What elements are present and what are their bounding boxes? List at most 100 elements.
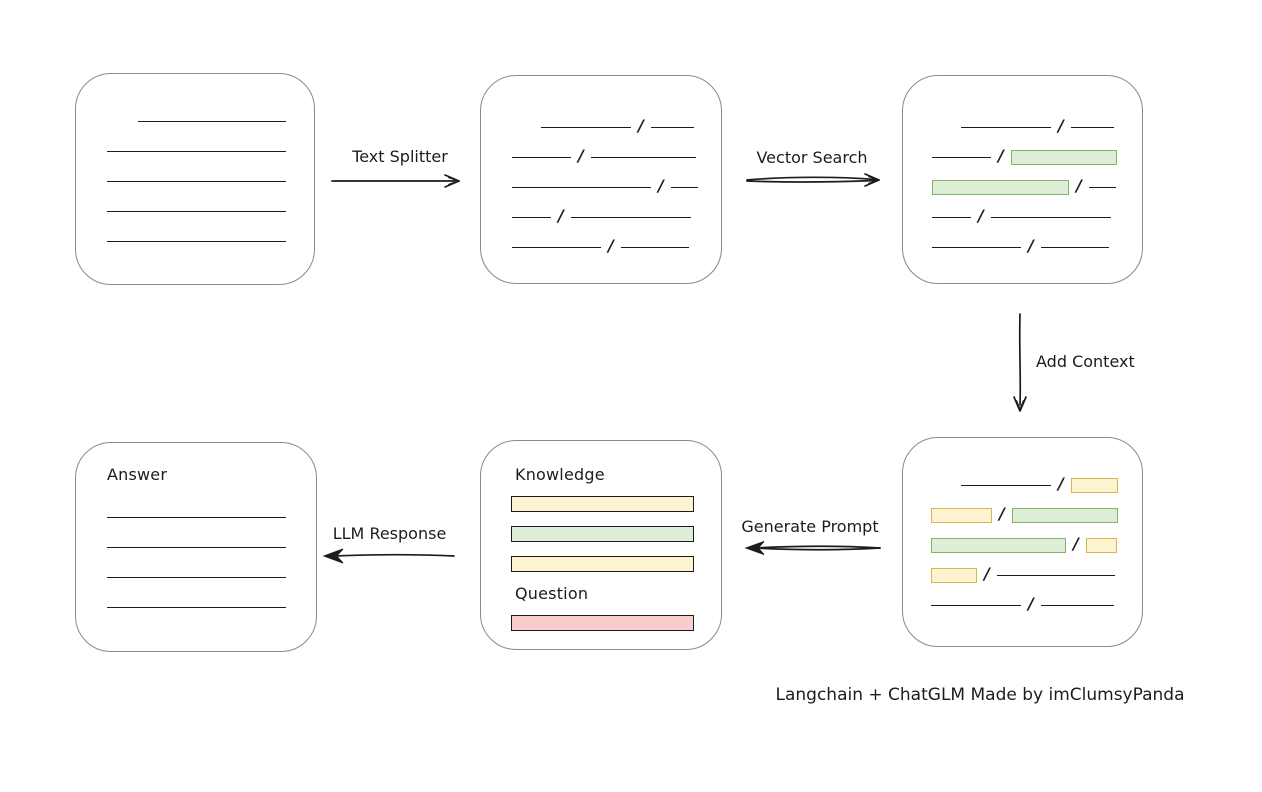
text-line bbox=[932, 217, 971, 218]
slash-separator: / bbox=[978, 206, 984, 225]
text-line bbox=[138, 121, 286, 122]
document-lines bbox=[76, 96, 286, 246]
slash-separator: / bbox=[608, 236, 614, 255]
text-line-row bbox=[76, 126, 286, 156]
slash-separator: / bbox=[1028, 594, 1034, 613]
green-highlight-chip bbox=[931, 538, 1066, 553]
answer-label: Answer bbox=[107, 465, 168, 484]
text-line bbox=[620, 247, 689, 248]
text-line bbox=[107, 547, 286, 548]
text-line-row bbox=[76, 186, 286, 216]
yellow-highlight-chip bbox=[931, 508, 992, 523]
chunk-row: / bbox=[512, 162, 698, 195]
text-line bbox=[1040, 605, 1114, 606]
text-line bbox=[107, 211, 286, 212]
context-box: / / / / / bbox=[902, 437, 1143, 647]
text-line bbox=[1040, 247, 1109, 248]
llm-response-label: LLM Response bbox=[332, 524, 447, 543]
slash-separator: / bbox=[1076, 176, 1082, 195]
chunk-row: / bbox=[931, 460, 1118, 493]
text-line bbox=[107, 241, 286, 242]
text-splitter-arrow bbox=[331, 174, 460, 188]
text-line bbox=[107, 607, 286, 608]
chunks-box: / / / / / bbox=[480, 75, 722, 284]
text-line-row bbox=[76, 522, 286, 552]
text-line bbox=[650, 127, 694, 128]
chunk-row: / bbox=[931, 490, 1118, 523]
slash-separator: / bbox=[558, 206, 564, 225]
vector-search-arrow bbox=[746, 173, 880, 187]
yellow-highlight-chip bbox=[931, 568, 977, 583]
slash-separator: / bbox=[999, 504, 1005, 523]
yellow-bar bbox=[511, 496, 694, 512]
chunk-row: / bbox=[932, 132, 1117, 165]
text-line bbox=[670, 187, 698, 188]
yellow-bar bbox=[511, 556, 694, 572]
text-line bbox=[932, 247, 1021, 248]
document-box bbox=[75, 73, 315, 285]
green-highlight-chip bbox=[1010, 150, 1117, 165]
chunk-row: / bbox=[931, 550, 1118, 583]
chunk-row: / bbox=[512, 222, 698, 255]
text-line-row bbox=[76, 492, 286, 522]
add-context-label: Add Context bbox=[1036, 352, 1135, 371]
add-context-arrow bbox=[1013, 313, 1027, 412]
text-line bbox=[931, 605, 1021, 606]
text-line bbox=[107, 577, 286, 578]
chunk-row: / bbox=[932, 162, 1117, 195]
chunk-row: / bbox=[932, 102, 1117, 135]
question-label: Question bbox=[515, 584, 589, 603]
caption-credit: Langchain + ChatGLM Made by imClumsyPand… bbox=[775, 685, 1185, 705]
green-highlight-chip bbox=[1011, 508, 1118, 523]
knowledge-label: Knowledge bbox=[515, 465, 605, 484]
text-line bbox=[932, 157, 991, 158]
chunks-rows: / / / / / bbox=[512, 102, 698, 255]
text-line bbox=[512, 217, 551, 218]
yellow-highlight-chip bbox=[1085, 538, 1117, 553]
chunk-row: / bbox=[931, 520, 1118, 553]
text-line bbox=[107, 151, 286, 152]
chunk-row: / bbox=[512, 132, 698, 165]
slash-separator: / bbox=[984, 564, 990, 583]
yellow-highlight-chip bbox=[1070, 478, 1118, 493]
chunk-row: / bbox=[932, 222, 1117, 255]
green-highlight-chip bbox=[932, 180, 1069, 195]
generate-prompt-label: Generate Prompt bbox=[741, 517, 879, 536]
text-line bbox=[1070, 127, 1114, 128]
slash-separator: / bbox=[1073, 534, 1079, 553]
generate-prompt-arrow bbox=[744, 541, 881, 555]
vector-box: / / / / / bbox=[902, 75, 1143, 284]
slash-separator: / bbox=[1058, 116, 1064, 135]
llm-response-arrow bbox=[322, 548, 455, 564]
text-line-row bbox=[76, 156, 286, 186]
text-line bbox=[570, 217, 691, 218]
slash-separator: / bbox=[1028, 236, 1034, 255]
answer-box: Answer bbox=[75, 442, 317, 652]
red-bar bbox=[511, 615, 694, 631]
text-splitter-label: Text Splitter bbox=[352, 147, 448, 166]
text-line bbox=[961, 485, 1051, 486]
green-bar bbox=[511, 526, 694, 542]
text-line bbox=[512, 187, 651, 188]
context-rows: / / / / / bbox=[931, 460, 1118, 613]
slash-separator: / bbox=[578, 146, 584, 165]
text-line bbox=[996, 575, 1115, 576]
slash-separator: / bbox=[658, 176, 664, 195]
text-line-row bbox=[76, 216, 286, 246]
vector-search-label: Vector Search bbox=[756, 148, 868, 167]
slash-separator: / bbox=[1058, 474, 1064, 493]
text-line bbox=[1088, 187, 1116, 188]
text-line-row bbox=[76, 96, 286, 126]
text-line bbox=[961, 127, 1051, 128]
text-line bbox=[512, 247, 601, 248]
text-line bbox=[107, 181, 286, 182]
prompt-box: Knowledge Question bbox=[480, 440, 722, 650]
text-line-row bbox=[76, 582, 286, 612]
text-line-row bbox=[76, 552, 286, 582]
text-line bbox=[590, 157, 696, 158]
slash-separator: / bbox=[998, 146, 1004, 165]
slash-separator: / bbox=[638, 116, 644, 135]
chunk-row: / bbox=[512, 192, 698, 225]
text-line bbox=[990, 217, 1111, 218]
